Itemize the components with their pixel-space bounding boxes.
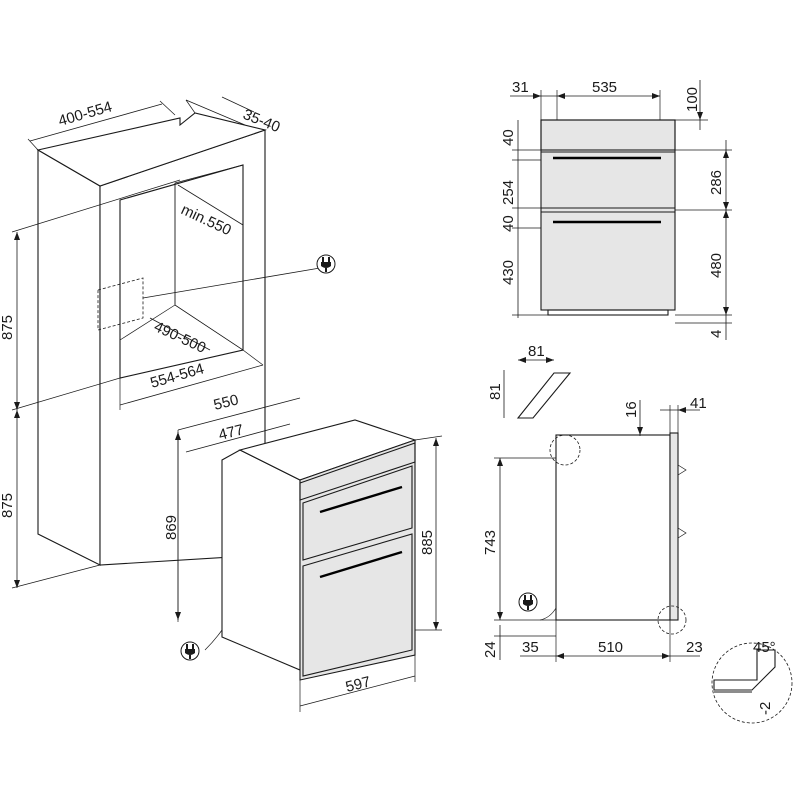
oven-front-view: 31 535 100 40 254 40 430 286 480 4 bbox=[500, 79, 732, 340]
oven-3d-view: 550 477 869 885 597 bbox=[163, 391, 443, 712]
front-side-margin-label: 31 bbox=[512, 79, 529, 96]
oven-width-label: 597 bbox=[344, 673, 372, 696]
front-mid-panel-label: 40 bbox=[500, 215, 517, 232]
chamfer-width-label: 81 bbox=[528, 343, 545, 360]
oven-body-depth-label: 477 bbox=[217, 421, 245, 444]
oven-front-panel bbox=[299, 439, 416, 681]
oven-lower-door bbox=[302, 533, 413, 677]
oven-side-view: 81 81 16 41 743 24 bbox=[482, 343, 793, 724]
oven-control-strip bbox=[299, 442, 416, 501]
front-inner-width-label: 535 bbox=[592, 79, 617, 96]
socket-zone bbox=[97, 277, 144, 331]
side-height-label: 743 bbox=[482, 530, 499, 555]
oven-body-side bbox=[221, 449, 301, 671]
side-back-offset-label: 35 bbox=[522, 639, 539, 656]
cabinet-front bbox=[37, 149, 101, 566]
front-bottom-gap-label: 4 bbox=[708, 330, 725, 338]
side-top-depth-label: 16 bbox=[623, 401, 640, 418]
lower-door-handle bbox=[319, 550, 403, 579]
lower-height-label: 875 bbox=[0, 493, 16, 518]
front-lower-right-label: 480 bbox=[708, 253, 725, 278]
chamfer-height-label: 81 bbox=[487, 383, 504, 400]
front-upper-right-label: 286 bbox=[708, 170, 725, 195]
front-lower-door-label: 430 bbox=[500, 260, 517, 285]
oven-body-height-label: 869 bbox=[163, 515, 180, 540]
side-body bbox=[555, 434, 671, 621]
side-front-projection-label: 23 bbox=[686, 639, 703, 656]
chamfer-detail bbox=[516, 372, 572, 419]
upper-door-handle bbox=[319, 485, 403, 514]
oven-upper-door bbox=[302, 465, 413, 561]
bevel-angle-label: 45° bbox=[753, 639, 776, 656]
front-view-panel bbox=[540, 119, 676, 311]
side-body-depth-label: 510 bbox=[598, 639, 623, 656]
power-plug-icon bbox=[316, 254, 336, 274]
front-panel-top-label: 40 bbox=[500, 129, 517, 146]
oven-depth-label: 550 bbox=[212, 391, 240, 414]
upper-height-label: 875 bbox=[0, 315, 16, 340]
cabinet-niche-view: 400-554 35-40 min.550 490-500 554-564 87… bbox=[0, 96, 336, 589]
power-plug-icon bbox=[518, 592, 538, 612]
front-top-gap-label: 100 bbox=[684, 87, 701, 112]
front-upper-door-label: 254 bbox=[500, 180, 517, 205]
bevel-offset-label: -2 bbox=[757, 702, 774, 715]
side-door-thickness-label: 41 bbox=[690, 395, 707, 412]
side-door bbox=[669, 432, 679, 621]
bevel-detail-circle bbox=[711, 642, 793, 724]
oven-total-height-label: 885 bbox=[419, 530, 436, 555]
side-plinth-label: 24 bbox=[482, 641, 499, 658]
power-plug-icon bbox=[180, 641, 200, 661]
